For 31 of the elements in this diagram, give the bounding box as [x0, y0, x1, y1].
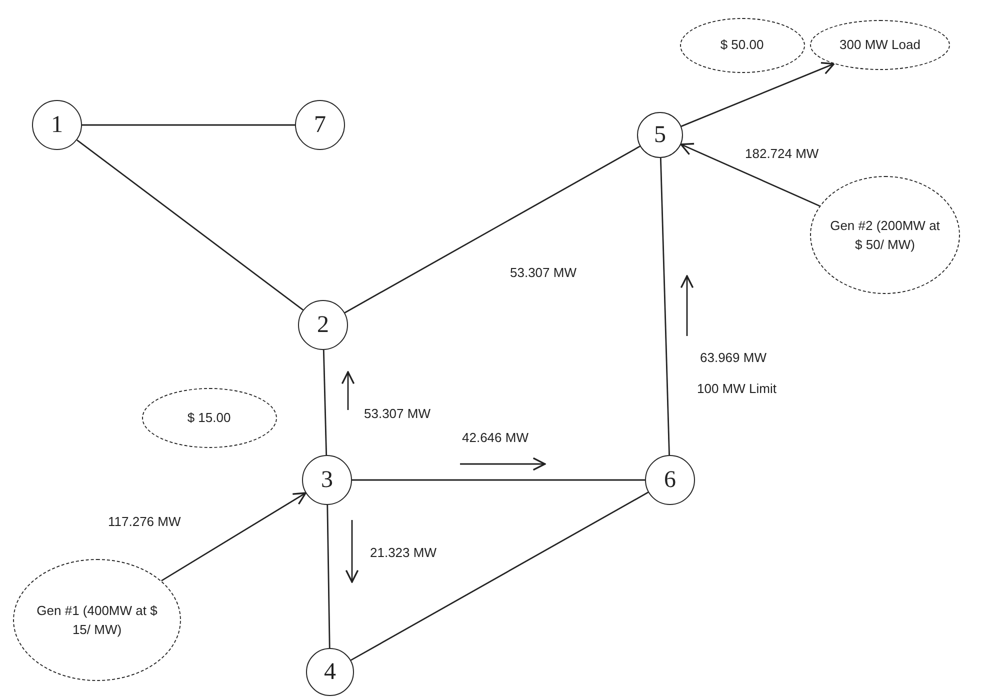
flow-arrow [680, 142, 820, 207]
annotation-ellipse: Gen #2 (200MW at $ 50/ MW) [810, 176, 960, 294]
transmission-line [82, 124, 295, 126]
annotation-ellipse: Gen #1 (400MW at $ 15/ MW) [13, 559, 181, 681]
flow-arrow [681, 62, 835, 127]
annotation-ellipse: $ 15.00 [142, 388, 276, 448]
transmission-line [352, 479, 645, 481]
bus-circle: 2 [298, 300, 348, 350]
bus-circle: 7 [295, 100, 345, 150]
flow-value: 53.307 MW [510, 265, 576, 280]
transmission-line [76, 139, 304, 311]
bus-circle: 5 [637, 112, 683, 158]
flow-value: 63.969 MW [700, 350, 766, 365]
bus-circle: 4 [306, 648, 354, 696]
flow-value: 21.323 MW [370, 545, 436, 560]
flow-value: 42.646 MW [462, 430, 528, 445]
flow-value: 100 MW Limit [697, 381, 776, 396]
annotation-ellipse: 300 MW Load [810, 20, 950, 70]
transmission-line [322, 350, 328, 456]
bus-circle: 3 [302, 455, 352, 505]
edge-label: 117.276 MW [108, 514, 181, 529]
annotation-ellipse: $ 50.00 [680, 18, 804, 72]
transmission-line [350, 492, 649, 661]
edge-label: 182.724 MW [745, 146, 819, 161]
transmission-line [660, 158, 670, 456]
bus-circle: 6 [645, 455, 695, 505]
bus-circle: 1 [32, 100, 82, 150]
flow-value: 53.307 MW [364, 406, 430, 421]
transmission-line [326, 504, 330, 648]
flow-arrow [161, 492, 306, 582]
transmission-line [344, 146, 640, 314]
